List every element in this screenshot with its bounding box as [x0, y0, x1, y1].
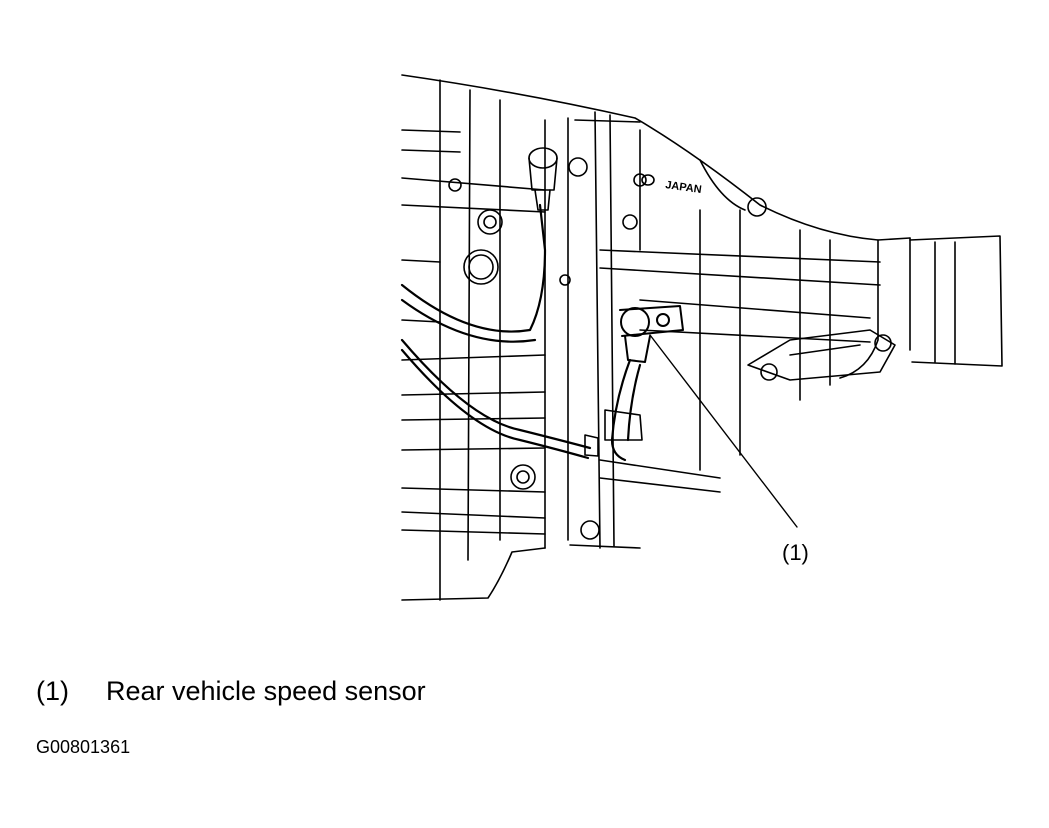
legend-item: (1) Rear vehicle speed sensor	[36, 674, 426, 708]
main-flange	[569, 111, 881, 549]
case-ribs	[401, 129, 546, 451]
casting-mark-text: JAPAN	[665, 179, 703, 196]
transmission-case-outline	[401, 74, 911, 601]
rear-case-ribs	[639, 129, 871, 471]
casting-mark-symbol	[641, 174, 655, 186]
rear-vehicle-speed-sensor	[619, 305, 684, 363]
mount-bracket	[747, 329, 896, 381]
lower-connector	[584, 409, 643, 457]
callout-leader-line	[649, 334, 798, 528]
legend-item-number: (1)	[36, 676, 69, 706]
bolt-heads	[448, 157, 892, 540]
upper-connector	[528, 147, 558, 211]
legend-item-label: Rear vehicle speed sensor	[106, 676, 426, 706]
callout-label: (1)	[782, 540, 809, 565]
tail-housing	[839, 235, 1003, 379]
figure-id: G00801361	[36, 737, 131, 757]
